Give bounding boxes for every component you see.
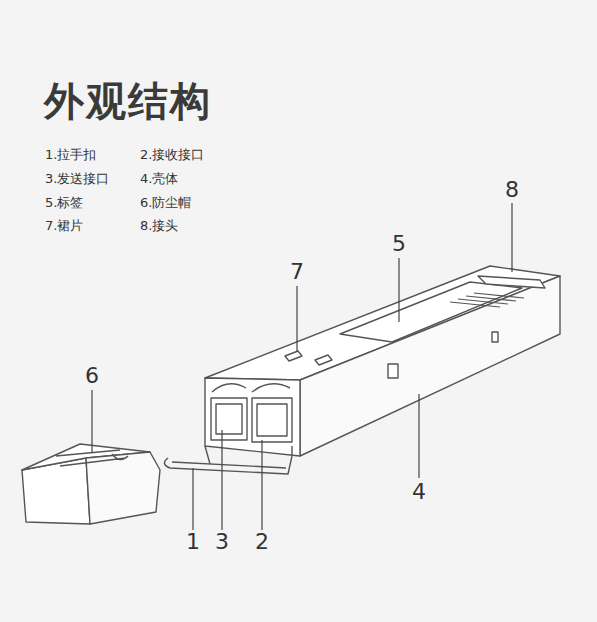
callout-number: 2 [253,530,271,554]
callout-number: 4 [410,480,428,504]
dustcap-ridges [56,450,128,466]
part-list-item: 5.标签 [45,194,83,212]
latch-arms [205,446,292,464]
side-window [388,364,398,378]
dustcap-side [86,452,160,524]
port-rx-inner [257,404,287,436]
label-area [340,282,522,342]
part-list-item: 2.接收接口 [140,146,204,164]
part-list-item: 6.防尘帽 [140,194,191,212]
connector-area [478,276,545,288]
stripe [474,293,524,298]
callout-number: 8 [503,178,521,202]
side-window [492,332,498,342]
skirt-square [285,351,302,361]
callout-number: 1 [184,530,202,554]
port-rx [252,398,292,442]
module-side [300,276,560,456]
leader-lines [92,203,512,530]
port-top-curves [212,384,290,392]
part-list-item: 3.发送接口 [45,170,109,188]
part-list-item: 8.接头 [140,217,178,235]
port-tx [211,398,247,440]
callout-number: 7 [288,260,306,284]
module-front [205,378,300,456]
part-list-item: 7.裙片 [45,217,83,235]
callout-number: 6 [83,364,101,388]
part-list-item: 4.壳体 [140,170,178,188]
callout-number: 5 [390,232,408,256]
part-list-item: 1.拉手扣 [45,146,96,164]
callout-number: 3 [213,530,231,554]
connector-stripes [450,293,524,307]
port-tx-inner [216,404,242,434]
page-title: 外观结构 [44,74,212,129]
skirt-square [315,355,332,365]
bail-latch [164,456,292,474]
